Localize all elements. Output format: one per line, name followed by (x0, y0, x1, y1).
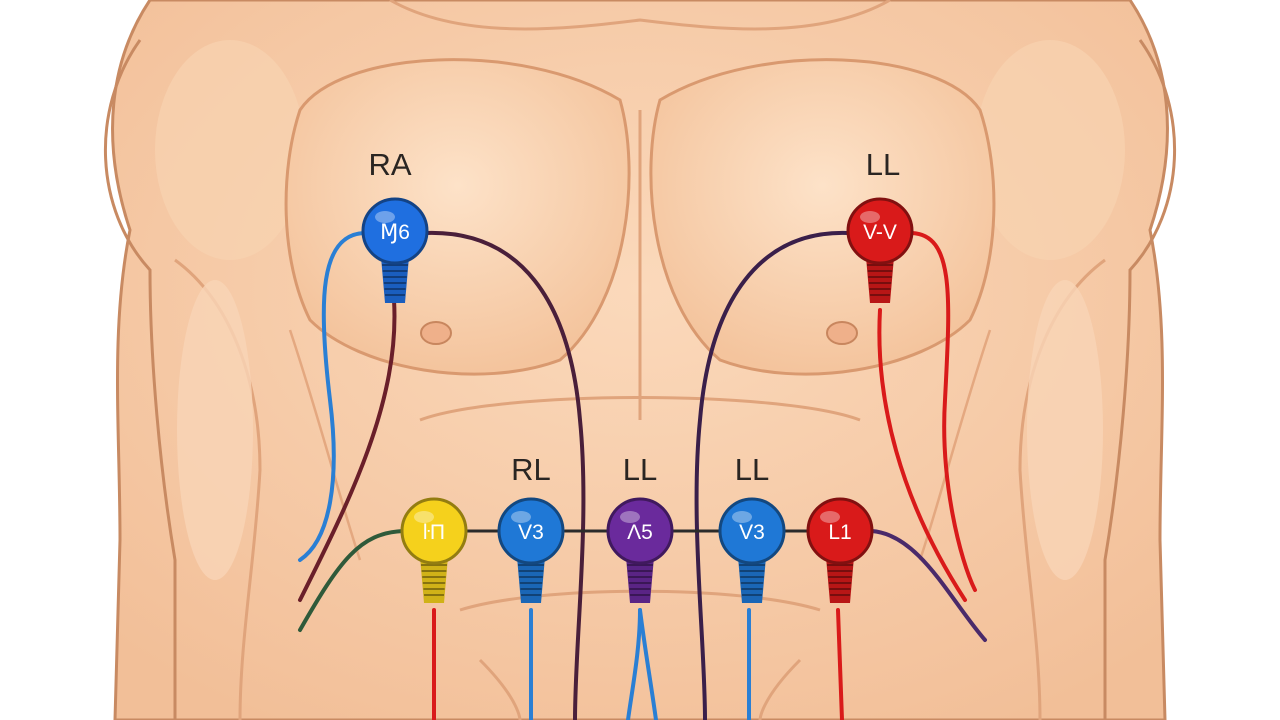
electrode-v3-head (718, 497, 786, 565)
wire-ll-red (910, 231, 977, 592)
electrode-ll-upper-head (846, 197, 914, 265)
electrode-yellow-code: ŀΠ (423, 521, 445, 544)
electrode-l1-head (806, 497, 874, 565)
wire-ra-purple (424, 230, 586, 720)
wire-ll-red-2 (877, 308, 967, 602)
electrode-ra-code: Ɱ6 (380, 221, 410, 244)
electrodes-group: Ɱ6 V-V ŀΠ V3 Ʌ5 V3 L1 (361, 197, 914, 603)
electrode-rl-connector (517, 557, 545, 603)
electrode-yellow-head (400, 497, 468, 565)
electrode-rl-code: V3 (518, 521, 544, 544)
electrode-ll-upper: V-V (846, 197, 914, 303)
electrode-l1-connector (826, 557, 854, 603)
wire-l1-red (836, 608, 844, 720)
wire-l1-purple (870, 529, 987, 642)
electrode-yellow: ŀΠ (400, 497, 468, 603)
wire-ra-blue (298, 231, 366, 562)
electrode-ra: Ɱ6 (361, 197, 429, 303)
label-ra: RA (368, 147, 411, 182)
wire-green (298, 529, 405, 632)
electrode-ra-head (361, 197, 429, 265)
electrode-v5-code: Ʌ5 (627, 521, 653, 544)
wire-ll-purple (694, 230, 850, 720)
electrode-yellow-connector (420, 557, 448, 603)
label-ll-right: LL (735, 452, 769, 487)
label-rl: RL (511, 452, 551, 487)
electrode-v5-connector (626, 557, 654, 603)
electrode-v3-connector (738, 557, 766, 603)
electrode-l1: L1 (806, 497, 874, 603)
torso (103, 0, 1177, 720)
electrode-v5-head (606, 497, 674, 565)
electrode-v3-code: V3 (739, 521, 765, 544)
electrode-ll-upper-connector (866, 257, 894, 303)
electrode-ra-connector (381, 257, 409, 303)
electrode-rl: V3 (497, 497, 565, 603)
label-ll-upper: LL (866, 147, 900, 182)
electrode-v5: Ʌ5 (606, 497, 674, 603)
wire-ra-maroon (298, 298, 397, 602)
label-ll-mid: LL (623, 452, 657, 487)
wire-v5-blue-b (638, 608, 658, 720)
electrode-ll-upper-code: V-V (863, 221, 897, 244)
electrode-v3: V3 (718, 497, 786, 603)
electrode-l1-code: L1 (828, 521, 851, 544)
electrode-rl-head (497, 497, 565, 565)
